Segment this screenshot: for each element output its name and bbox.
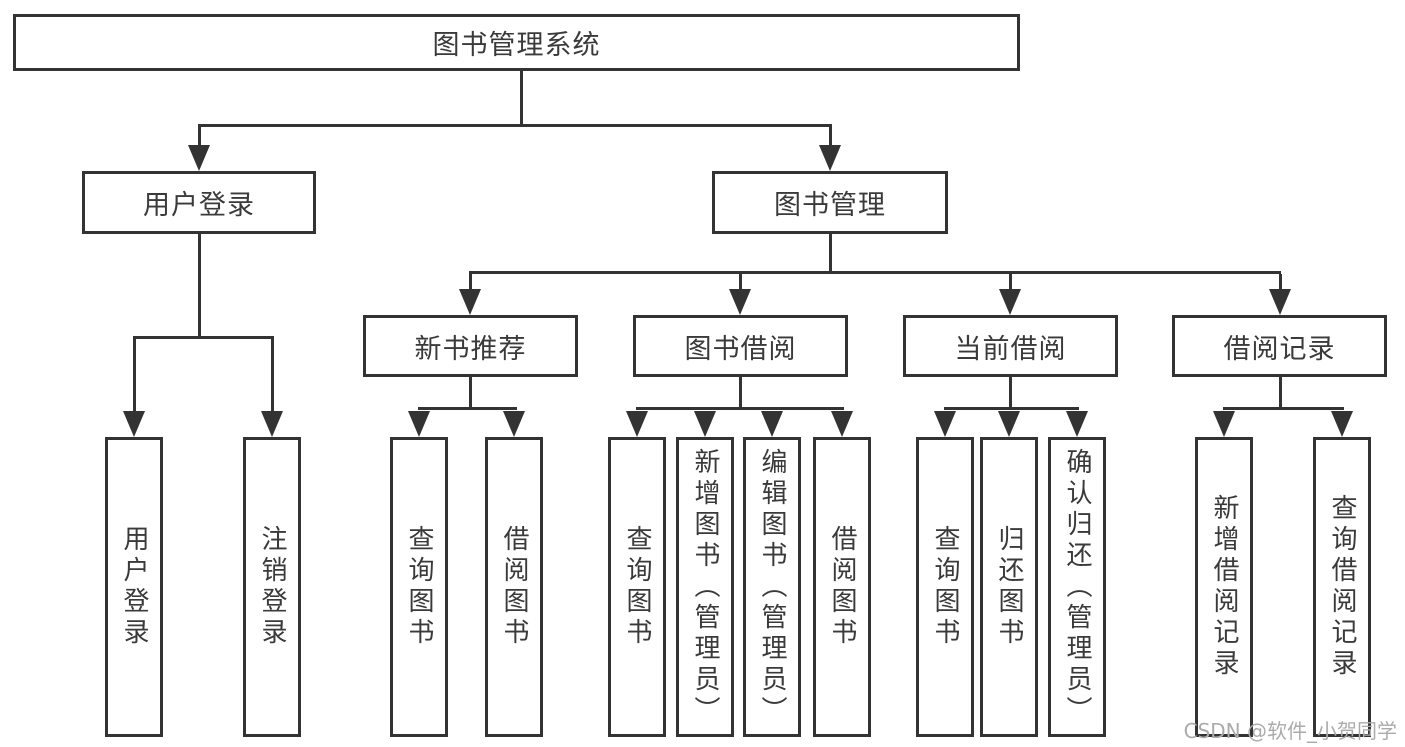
leaf-query-borrow-record: 查询借阅记录 [1313, 437, 1371, 737]
leaf-confirm-return-admin: 确认归还（管理员） [1048, 437, 1106, 737]
edge-login-horizontal [133, 336, 274, 339]
arrow-down-icon [831, 411, 853, 437]
arrow-down-icon [729, 289, 751, 315]
edge-newbook-horizontal [418, 407, 517, 410]
leaf-borrow-books-recommend: 借阅图书 [485, 437, 543, 737]
arrow-down-icon [999, 289, 1021, 315]
arrow-down-icon [1213, 411, 1235, 437]
leaf-return-books: 归还图书 [980, 437, 1038, 737]
arrow-down-icon [123, 411, 145, 437]
edge-mgmt-vertical [829, 234, 832, 271]
leaf-borrow-books: 借阅图书 [813, 437, 871, 737]
edge-newbook-vertical [469, 377, 472, 407]
arrow-down-icon [408, 411, 430, 437]
edge-current-vertical [1009, 377, 1012, 407]
node-user-login: 用户登录 [82, 171, 316, 234]
edge-stub-book-borrow [739, 274, 742, 290]
arrow-down-icon [261, 411, 283, 437]
leaf-logout: 注销登录 [243, 437, 301, 737]
arrow-down-icon [1066, 411, 1088, 437]
arrow-down-icon [459, 289, 481, 315]
node-borrowing-records: 借阅记录 [1172, 315, 1387, 377]
leaf-add-books-admin: 新增图书（管理员） [676, 437, 734, 737]
edge-login-vertical [198, 234, 201, 336]
arrow-down-icon [188, 145, 210, 171]
arrow-down-icon [626, 411, 648, 437]
node-library-management-system: 图书管理系统 [13, 14, 1020, 71]
edge-root-vertical [520, 71, 523, 124]
edge-stub-book-management [829, 127, 832, 147]
leaf-query-books-current: 查询图书 [916, 437, 974, 737]
arrow-down-icon [1269, 289, 1291, 315]
edge-stub-leaf-login [133, 339, 136, 412]
edge-stub-borrow-records [1279, 274, 1282, 290]
node-current-borrowing: 当前借阅 [903, 315, 1118, 377]
arrow-down-icon [819, 145, 841, 171]
edge-borrow-vertical [739, 377, 742, 407]
node-book-management: 图书管理 [712, 171, 948, 234]
arrow-down-icon [934, 411, 956, 437]
watermark: CSDN @软件_小贺同学 [1183, 719, 1397, 743]
leaf-query-books-borrowing: 查询图书 [608, 437, 666, 737]
leaf-edit-books-admin: 编辑图书（管理员） [743, 437, 801, 737]
edge-stub-user-login [198, 127, 201, 147]
edge-stub-leaf-logout [271, 339, 274, 412]
arrow-down-icon [998, 411, 1020, 437]
node-book-borrowing: 图书借阅 [633, 315, 848, 377]
edge-borrow-horizontal [636, 407, 844, 410]
edge-mgmt-horizontal [469, 271, 1281, 274]
edge-stub-new-book [469, 274, 472, 290]
arrow-down-icon [761, 411, 783, 437]
edge-root-horizontal [198, 124, 832, 127]
edge-records-horizontal [1223, 407, 1344, 410]
leaf-add-borrow-record: 新增借阅记录 [1195, 437, 1253, 737]
node-new-book-recommendation: 新书推荐 [363, 315, 578, 377]
arrow-down-icon [694, 411, 716, 437]
edge-current-horizontal [944, 407, 1079, 410]
arrow-down-icon [503, 411, 525, 437]
leaf-user-login: 用户登录 [105, 437, 163, 737]
edge-records-vertical [1279, 377, 1282, 407]
edge-stub-current-borrow [1009, 274, 1012, 290]
leaf-query-books-recommend: 查询图书 [390, 437, 448, 737]
arrow-down-icon [1331, 411, 1353, 437]
